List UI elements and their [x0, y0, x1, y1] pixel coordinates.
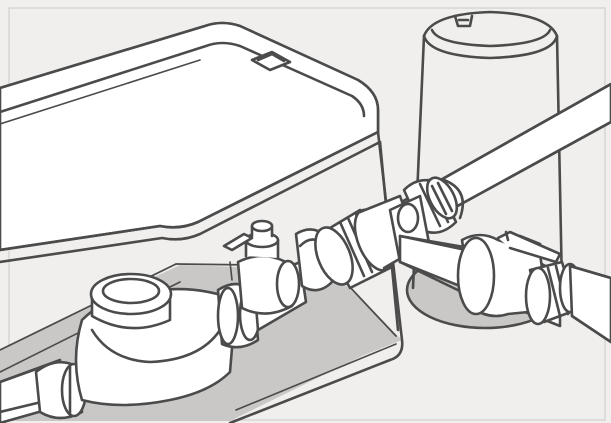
- plumbing-illustration: [0, 0, 611, 423]
- illustration-frame: [0, 0, 611, 423]
